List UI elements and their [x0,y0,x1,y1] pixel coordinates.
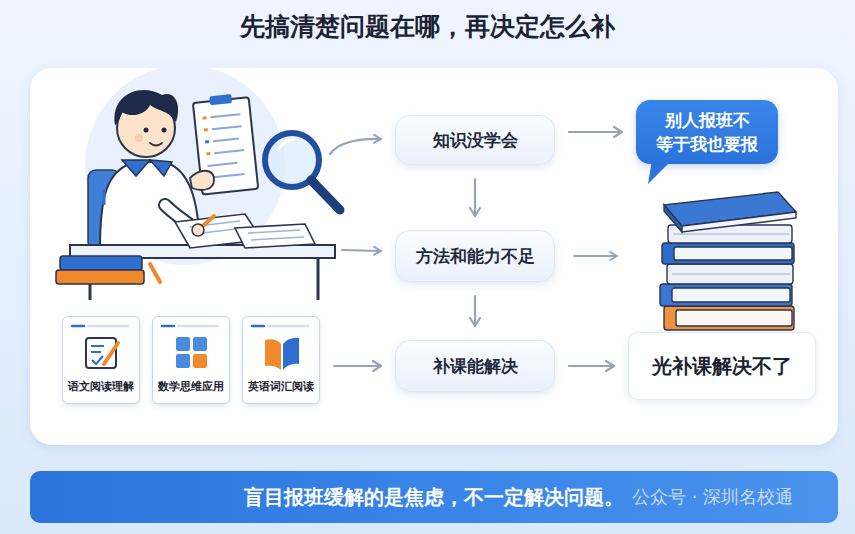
graphic-rect [676,310,792,326]
student-illustration [56,65,340,300]
graphic-line [673,233,789,234]
card-accents [72,325,308,328]
graphic-rect [662,243,794,264]
english-icon [265,338,299,370]
graphic-line [150,264,160,282]
graphic-line [214,150,244,153]
graphic-path [92,356,103,364]
graphic-line [252,325,264,328]
graphic-line [204,128,208,131]
graphic-line [208,163,238,166]
graphic-rect [667,264,793,284]
graphic-path [150,143,162,146]
node-text: 英语词汇阅读 [248,379,314,394]
graphic-line [672,273,790,274]
flow-arrow [334,365,381,367]
flow-arrow [569,131,622,133]
graphic-rect [193,337,207,351]
graphic-line [251,237,304,240]
graphic-line [205,140,209,143]
graphic-line [212,126,242,129]
node-text: 光补课解决不了 [652,353,792,380]
flow-arrow [474,179,476,216]
result-box: 光补课解决不了 [628,332,816,400]
node-text: 语文阅读理解 [68,379,134,394]
graphic-line [88,325,128,328]
graphic-path [265,339,281,370]
graphic-path [114,90,178,125]
reading-icon [86,338,118,368]
graphic-line [213,138,239,141]
graphic-rect [660,284,792,306]
graphic-path [682,212,796,232]
diagram-title: 先搞清楚问题在哪，再决定怎么补 [0,10,855,43]
graphic-path [235,224,315,248]
subject-card: 数学思维应用 [152,316,230,404]
graphic-circle [162,128,167,133]
graphic-line [203,116,207,119]
process-box: 知识没学会 [395,115,555,165]
graphic-line [206,152,210,155]
graphic-line [162,325,174,328]
graphic-rect [176,354,190,368]
graphic-rect [672,288,790,302]
graphic-path [190,171,214,190]
graphic-rect [176,337,190,351]
main-panel [30,68,838,445]
graphic-path [574,255,617,257]
process-box: 补课能解决 [395,340,555,392]
subject-card: 英语词汇阅读 [242,316,320,404]
graphic-line [317,258,320,300]
graphic-rect [674,247,792,260]
graphic-circle [135,134,143,142]
graphic-line [248,230,300,233]
graphic-circle [192,224,204,236]
graphic-rect [193,354,207,368]
flow-arrow [569,365,614,367]
graphic-line [178,325,218,328]
graphic-path [103,190,106,205]
graphic-line [91,345,104,347]
flow-arrow [474,296,476,326]
graphic-rect [56,270,144,284]
graphic-rect [664,306,794,330]
graphic-line [104,343,118,364]
node-text: 方法和能力不足 [416,245,535,268]
subject-card: 语文阅读理解 [62,316,140,404]
graphic-line [268,325,308,328]
graphic-path [342,250,381,251]
graphic-path [150,160,172,176]
process-box: 方法和能力不足 [395,230,555,282]
math-icon [176,337,207,368]
node-text: 盲目报班缓解的是焦虑，不一定解决问题。 [244,484,624,511]
graphic-rect [60,256,142,270]
graphic-path [283,338,299,370]
book-stack [660,192,796,330]
node-text: 数学思维应用 [158,379,224,394]
watermark: 公众号 · 深圳名校通 [632,485,793,509]
node-text: 知识没学会 [433,129,518,152]
graphic-line [72,325,84,328]
graphic-path [278,139,294,150]
graphic-path [664,205,682,232]
graphic-rect [209,94,232,105]
graphic-line [211,114,241,117]
graphic-path [122,160,150,176]
node-text: 别人报班不 等于我也要报 [655,108,759,156]
graphic-circle [144,128,149,133]
graphic-line [91,351,101,353]
graphic-path [330,139,381,154]
speech-bubble: 别人报班不 等于我也要报 [636,100,778,164]
node-text: 补课能解决 [433,355,518,378]
graphic-rect [86,338,116,368]
graphic-line [311,180,340,210]
